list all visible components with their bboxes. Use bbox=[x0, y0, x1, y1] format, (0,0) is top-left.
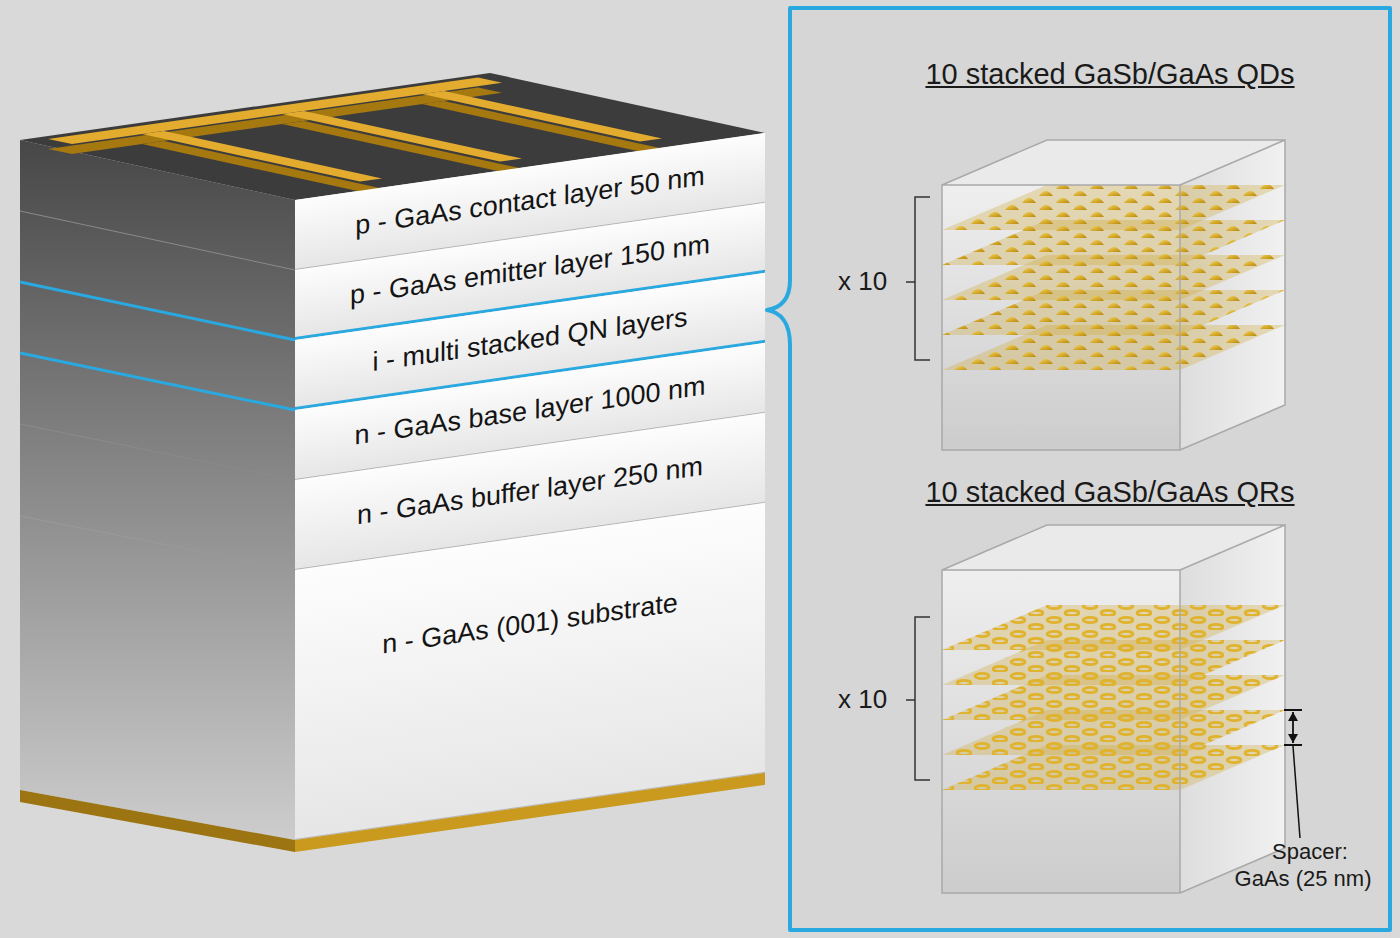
inset-heading: 10 stacked GaSb/GaAs QDs bbox=[900, 58, 1320, 91]
repeat-label: x 10 bbox=[838, 684, 887, 715]
wetting-layer bbox=[942, 325, 1285, 370]
busbar bbox=[48, 77, 502, 144]
layer-edge bbox=[20, 211, 295, 270]
inset-frame-brace bbox=[767, 8, 1390, 930]
finger-contact bbox=[142, 131, 382, 182]
cube-edges bbox=[942, 525, 1285, 893]
finger-contact bbox=[282, 111, 522, 162]
layer-edge-blue bbox=[20, 353, 295, 410]
layer-edge bbox=[20, 516, 295, 570]
finger-contact bbox=[422, 91, 662, 142]
repeat-label: x 10 bbox=[838, 266, 887, 297]
dimension-label: Spacer: GaAs (25 nm) bbox=[1232, 838, 1374, 892]
back-contact bbox=[20, 790, 295, 852]
finger-side bbox=[422, 101, 662, 152]
block-side-face bbox=[20, 140, 295, 840]
inset-box: 10 stacked GaSb/GaAs QDs bbox=[900, 58, 1320, 458]
bracket bbox=[906, 617, 930, 780]
layer-edge-blue bbox=[20, 282, 295, 340]
cube-edges bbox=[942, 140, 1285, 450]
dimension-line bbox=[1284, 710, 1302, 745]
leader-line bbox=[1293, 746, 1300, 838]
inset-heading: 10 stacked GaSb/GaAs QRs bbox=[900, 476, 1320, 509]
bracket bbox=[906, 197, 930, 360]
quantum-dots bbox=[942, 325, 1285, 370]
layer-label: n - GaAs (001) substrate bbox=[382, 587, 678, 660]
wetting-layer bbox=[942, 745, 1285, 790]
layer-edge bbox=[20, 424, 295, 480]
finger-side bbox=[142, 141, 382, 192]
quantum-rings bbox=[942, 745, 1285, 790]
finger-side bbox=[282, 121, 522, 172]
block-front-face: p - GaAs contact layer 50 nmp - GaAs emi… bbox=[295, 133, 765, 852]
inset-box: 10 stacked GaSb/GaAs QRs bbox=[900, 476, 1320, 896]
dimension-arrowheads bbox=[1288, 712, 1298, 743]
